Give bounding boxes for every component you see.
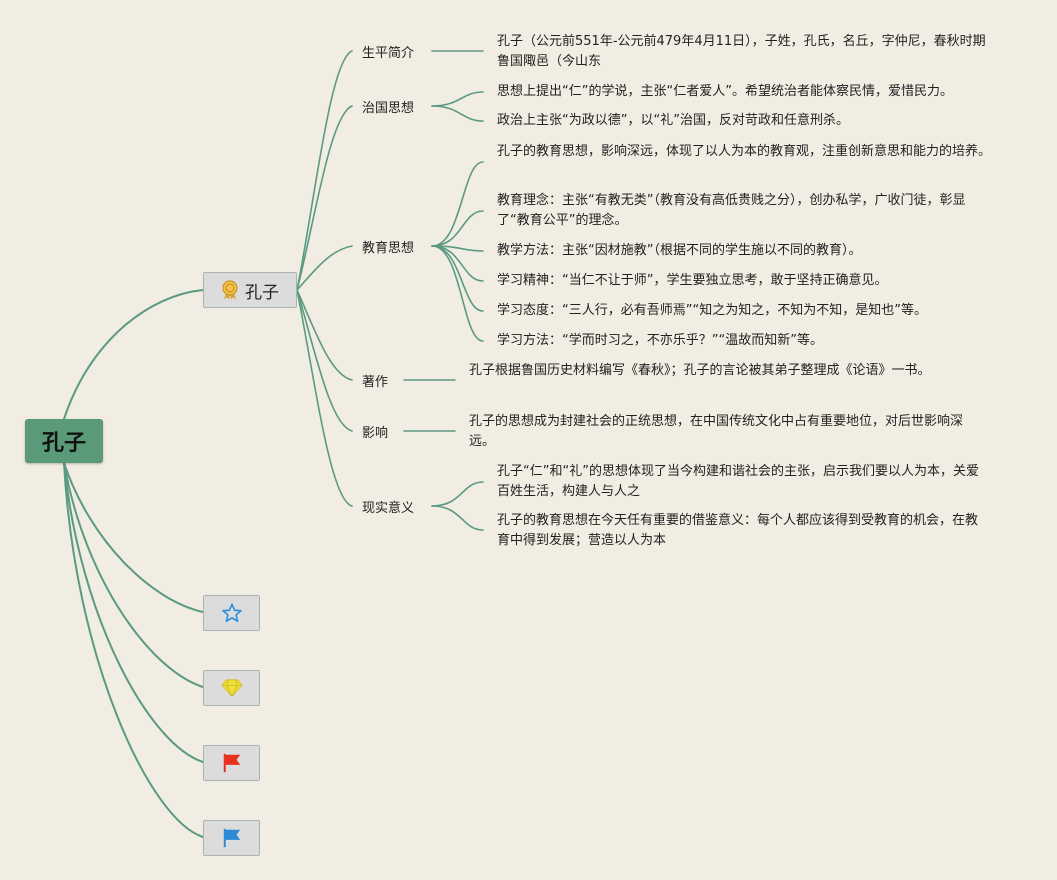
- connector-root-main: [63, 289, 204, 420]
- branch-governance[interactable]: 治国思想: [362, 101, 415, 116]
- branch-works[interactable]: 著作: [362, 375, 389, 390]
- topic-star[interactable]: [203, 595, 260, 631]
- main-topic[interactable]: 孔子: [203, 272, 297, 308]
- leaf-governance-2[interactable]: 政治上主张“为政以德”，以“礼”治国，反对苛政和任意刑杀。: [497, 113, 849, 128]
- award-medal-icon: [221, 280, 239, 300]
- connector-root-blueflag: [63, 462, 204, 838]
- root-topic[interactable]: 孔子: [25, 419, 103, 463]
- branch-influence[interactable]: 影响: [362, 426, 389, 441]
- red-flag-icon: [221, 752, 243, 774]
- topic-diamond[interactable]: [203, 670, 260, 706]
- branch-biography[interactable]: 生平简介: [362, 46, 415, 61]
- diamond-icon: [220, 678, 243, 698]
- leaf-education-2[interactable]: 教育理念：主张“有教无类”（教育没有高低贵贱之分），创办私学，广收门徒，彰显了“…: [497, 193, 966, 228]
- leaf-works-1[interactable]: 孔子根据鲁国历史材料编写《春秋》；孔子的言论被其弟子整理成《论语》一书。: [469, 363, 931, 378]
- topic-red-flag[interactable]: [203, 745, 260, 781]
- main-topic-label: 孔子: [245, 282, 279, 303]
- leaf-significance-2[interactable]: 孔子的教育思想在今天任有重要的借鉴意义：每个人都应该得到受教育的机会，在教育中得…: [497, 513, 979, 548]
- root-topic-label: 孔子: [41, 431, 86, 456]
- leaf-governance-1[interactable]: 思想上提出“仁”的学说，主张“仁者爱人”。希望统治者能体察民情，爱惜民力。: [497, 84, 953, 99]
- connector-root-diamond: [63, 462, 204, 688]
- leaf-education-4[interactable]: 学习精神：“当仁不让于师”，学生要独立思考，敢于坚持正确意见。: [497, 273, 888, 288]
- branch-education[interactable]: 教育思想: [362, 241, 415, 256]
- leaf-biography-1[interactable]: 孔子（公元前551年-公元前479年4月11日），子姓，孔氏，名丘，字仲尼，春秋…: [497, 34, 986, 69]
- branch-significance[interactable]: 现实意义: [362, 501, 415, 516]
- leaf-influence-1[interactable]: 孔子的思想成为封建社会的正统思想，在中国传统文化中占有重要地位，对后世影响深远。: [469, 414, 964, 449]
- blue-flag-icon: [221, 827, 243, 849]
- leaf-education-6[interactable]: 学习方法：“学而时习之，不亦乐乎？”“温故而知新”等。: [497, 333, 823, 348]
- leaf-education-5[interactable]: 学习态度：“三人行，必有吾师焉”“知之为知之，不知为不知，是知也”等。: [497, 303, 927, 318]
- star-icon: [221, 602, 243, 624]
- connector-root-star: [63, 462, 204, 613]
- leaf-education-1[interactable]: 孔子的教育思想，影响深远，体现了以人为本的教育观，注重创新意思和能力的培养。: [497, 144, 992, 159]
- connector-root-redflag: [63, 462, 204, 763]
- leaf-education-3[interactable]: 教学方法：主张“因材施教”（根据不同的学生施以不同的教育）。: [497, 243, 862, 258]
- leaf-significance-1[interactable]: 孔子“仁”和“礼”的思想体现了当今构建和谐社会的主张，启示我们要以人为本，关爱百…: [497, 464, 979, 499]
- topic-blue-flag[interactable]: [203, 820, 260, 856]
